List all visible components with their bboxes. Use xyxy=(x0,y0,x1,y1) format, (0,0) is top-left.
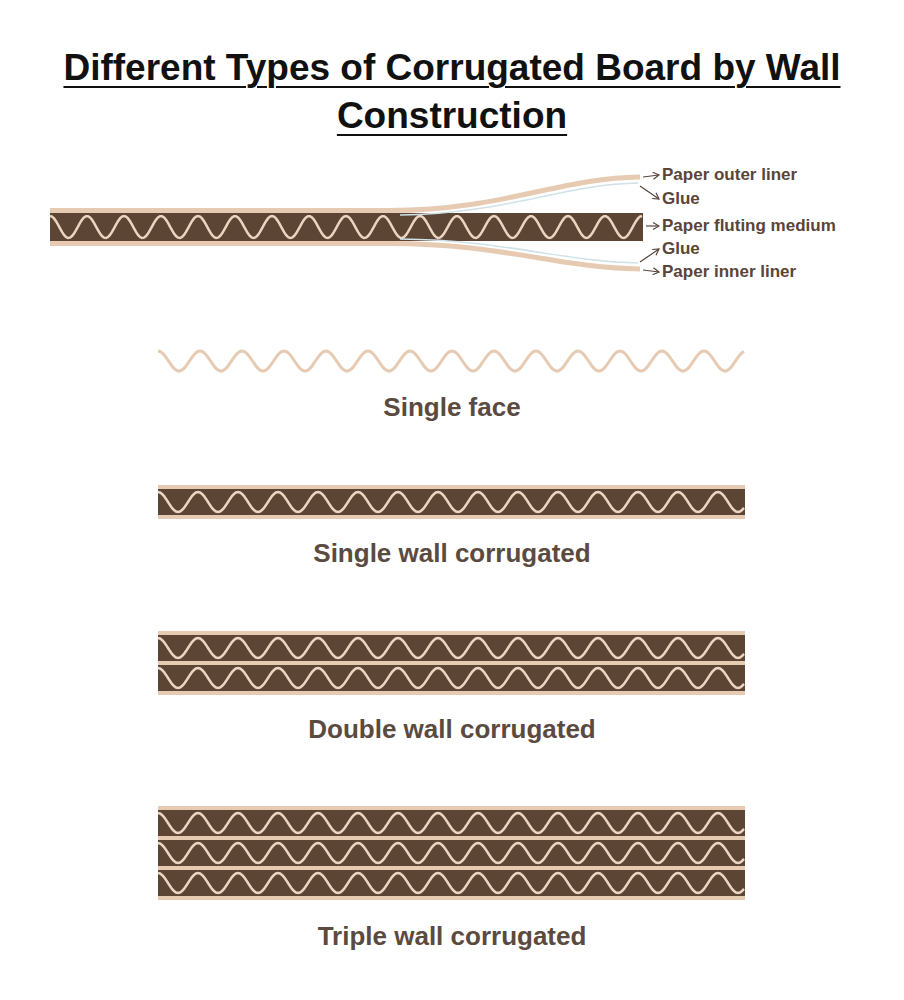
liner xyxy=(158,691,745,695)
glue-line xyxy=(400,239,638,263)
flute-wave xyxy=(158,873,744,893)
leader-line xyxy=(646,225,659,226)
part-label: Glue xyxy=(662,189,700,209)
single-face-flute xyxy=(158,351,744,371)
flute-wave xyxy=(50,216,642,238)
type-caption: Single face xyxy=(383,392,520,422)
exploded-board xyxy=(50,177,643,269)
liner xyxy=(158,866,745,870)
flute-wave xyxy=(158,668,744,688)
leader-line xyxy=(640,186,659,199)
leader-line xyxy=(640,249,659,262)
leader-line xyxy=(643,270,659,272)
fluting-layer xyxy=(50,213,643,241)
type-caption: Double wall corrugated xyxy=(308,714,596,744)
leader-lines xyxy=(640,175,659,272)
type-caption: Triple wall corrugated xyxy=(318,921,587,951)
liner xyxy=(158,631,745,635)
leader-line xyxy=(643,175,659,177)
part-label: Glue xyxy=(662,239,700,259)
diagram-title: Different Types of Corrugated Board by W… xyxy=(62,44,842,140)
flute-wave xyxy=(158,638,744,658)
liner xyxy=(158,836,745,840)
outer-liner xyxy=(50,177,640,211)
flute-wave xyxy=(158,351,744,371)
inner-liner xyxy=(50,244,640,270)
liner xyxy=(158,485,745,489)
part-label: Paper fluting medium xyxy=(662,216,836,236)
liner xyxy=(158,896,745,900)
flute-wave xyxy=(158,492,744,512)
fluting-layer xyxy=(158,489,745,515)
fluting-layer xyxy=(158,635,745,661)
board-samples xyxy=(158,485,745,900)
fluting-layer xyxy=(158,870,745,896)
type-caption: Single wall corrugated xyxy=(313,538,590,568)
part-label: Paper inner liner xyxy=(662,262,796,282)
liner xyxy=(158,661,745,665)
glue-line xyxy=(400,183,638,215)
fluting-layer xyxy=(158,840,745,866)
part-label: Paper outer liner xyxy=(662,165,797,185)
flute-wave xyxy=(158,813,744,833)
liner xyxy=(158,806,745,810)
flute-wave xyxy=(158,843,744,863)
liner xyxy=(158,515,745,519)
fluting-layer xyxy=(158,810,745,836)
fluting-layer xyxy=(158,665,745,691)
